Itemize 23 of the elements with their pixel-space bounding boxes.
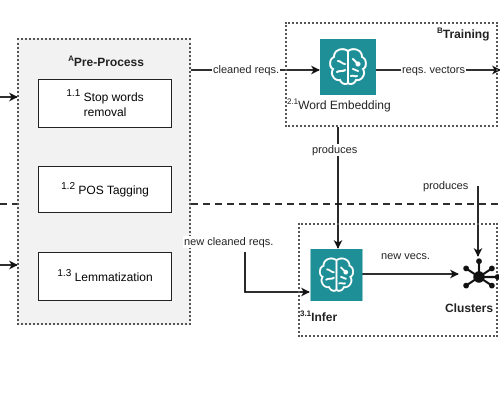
edge-label: produces <box>311 144 358 156</box>
edge-label: new cleaned reqs. <box>183 236 274 248</box>
icon-caption: Clusters <box>445 301 494 316</box>
icon-caption: $^{3.1}$Infer <box>300 309 338 324</box>
process-box <box>38 79 172 128</box>
edge-label: produces <box>422 180 470 192</box>
step-label: $^{1.3}$ Lemmatization <box>56 268 154 285</box>
arrow <box>334 127 342 249</box>
arrow <box>0 92 18 102</box>
icon-caption: $^{2.1}$Word Embedding <box>287 97 391 112</box>
process-box <box>38 166 172 213</box>
group-title: $^{A}$Pre-Process <box>67 54 145 70</box>
process-box <box>38 252 172 301</box>
group-title: $^{B}$Training <box>437 26 490 42</box>
step-label: $^{1.1}$ Stop words removal <box>65 88 145 119</box>
arrow <box>362 270 459 278</box>
edge-label: new vecs. <box>380 250 431 262</box>
step-label: $^{1.2}$ POS Tagging <box>60 181 150 198</box>
arrow <box>474 186 482 257</box>
edge-label: reqs. vectors <box>401 64 466 76</box>
arrow <box>0 260 18 270</box>
edge-label: cleaned reqs. <box>212 64 280 76</box>
arrow <box>244 252 310 296</box>
